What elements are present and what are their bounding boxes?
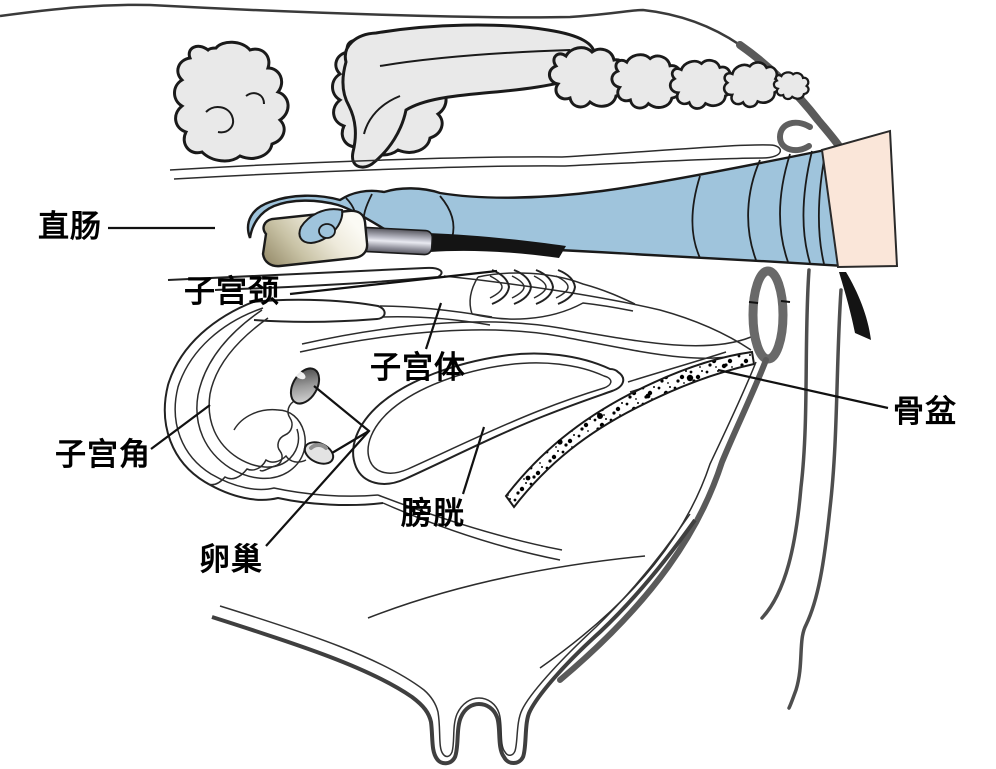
uterine-horn-cap [251,298,386,323]
probe-connector [359,226,434,256]
probe-cable [428,233,566,258]
leader-uterine-body [424,302,443,350]
flank-line [367,555,646,619]
rectum-top-fold [761,144,781,159]
vagina-lines [299,321,752,360]
thigh-line [557,357,769,683]
vulva-ring [748,266,788,364]
uterine-horn-coil [163,299,384,507]
label-pelvis: 骨盆 [893,394,957,429]
uterus [163,298,563,561]
leader-uterine-horn [150,404,211,450]
rectum-tube [167,144,781,351]
tail-line [787,288,843,710]
broad-ligament-lines [377,494,563,561]
tail-tip-silhouette [839,272,871,340]
rectum-floor-fold [167,266,443,291]
oviducts [207,399,307,486]
ovary-upper [289,367,321,405]
caudal-vertebrae [547,46,810,114]
sleeve [820,129,899,269]
uterine-body-tube [251,298,493,326]
leader-pelvis [717,368,889,410]
tail-line [760,268,811,620]
tail-fold-curl [776,119,813,154]
label-uterine-horn: 子宫角 [55,437,151,472]
examiner-arm [246,129,899,269]
label-rectum: 直肠 [38,209,102,244]
vertebrae [173,23,810,169]
cervix [469,269,636,320]
glove-fingertip [318,223,336,239]
label-bladder: 膀胱 [401,496,465,531]
cervical-rings [489,269,577,305]
leader-cervix [289,269,498,296]
perineum-and-legs [539,266,871,710]
label-ovary: 卵巢 [199,542,263,577]
lumbar-vertebra [173,40,290,163]
label-uterine-body: 子宫体 [370,350,466,385]
label-cervix: 子宫颈 [184,274,280,309]
leader-bladder [461,426,486,495]
sacrum [341,23,599,169]
belly-udder [211,513,697,766]
leader-lines [108,226,889,547]
ovary-lower [303,441,335,465]
leader-ovary [265,385,371,547]
pelvis-bone [504,350,756,509]
